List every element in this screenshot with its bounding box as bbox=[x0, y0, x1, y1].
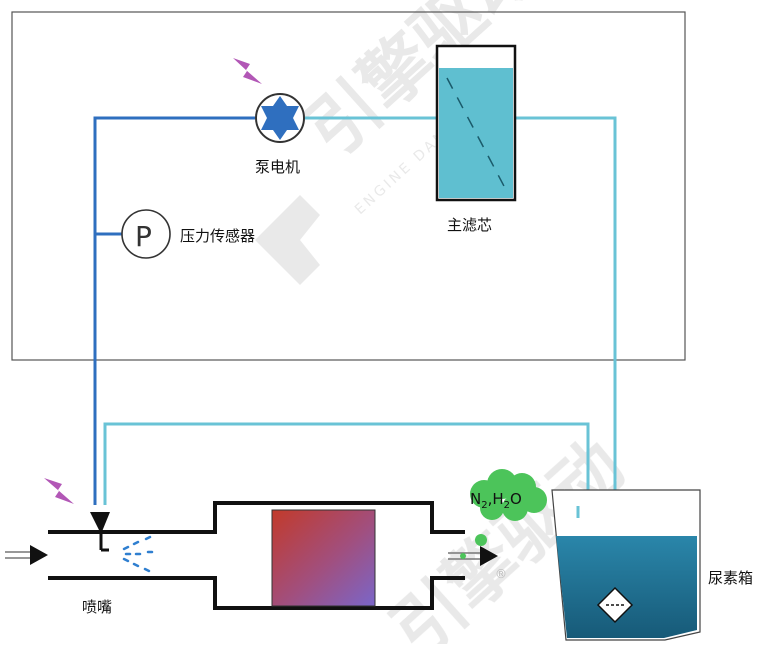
filter-to-tank-line bbox=[515, 116, 617, 592]
main-filter bbox=[435, 44, 517, 202]
pressure-sensor-symbol: P bbox=[135, 220, 152, 253]
scr-catalyst bbox=[271, 509, 376, 607]
exhaust-output-label: N2,H2O bbox=[470, 490, 522, 511]
pressure-sensor-label: 压力传感器 bbox=[180, 227, 255, 245]
urea-tank bbox=[551, 489, 701, 641]
main-filter-label: 主滤芯 bbox=[447, 216, 492, 234]
exhaust-inlet-arrow-icon bbox=[5, 545, 48, 565]
pump-lightning-icon bbox=[233, 58, 262, 84]
watermark-logo-shape bbox=[255, 195, 320, 285]
nozzle-icon bbox=[90, 512, 110, 534]
pump-motor bbox=[255, 93, 305, 143]
nozzle-lightning-icon bbox=[44, 478, 74, 504]
pressure-line bbox=[93, 116, 255, 505]
nozzle-spray-icon bbox=[122, 535, 154, 573]
dosing-module-frame bbox=[11, 11, 686, 361]
gas-cloud-icon bbox=[470, 469, 547, 546]
nozzle-label: 喷嘴 bbox=[82, 598, 112, 616]
pump-star-icon bbox=[261, 96, 299, 140]
return-line bbox=[103, 422, 590, 505]
tank-pump-icon bbox=[596, 586, 634, 624]
exhaust-pipe bbox=[48, 501, 465, 610]
pump-motor-label: 泵电机 bbox=[255, 158, 300, 176]
registered-mark: ® bbox=[495, 567, 507, 581]
urea-tank-label: 尿素箱 bbox=[708, 569, 753, 587]
pressure-sensor-icon bbox=[121, 209, 171, 259]
exhaust-outlet-arrow-icon bbox=[448, 546, 498, 566]
